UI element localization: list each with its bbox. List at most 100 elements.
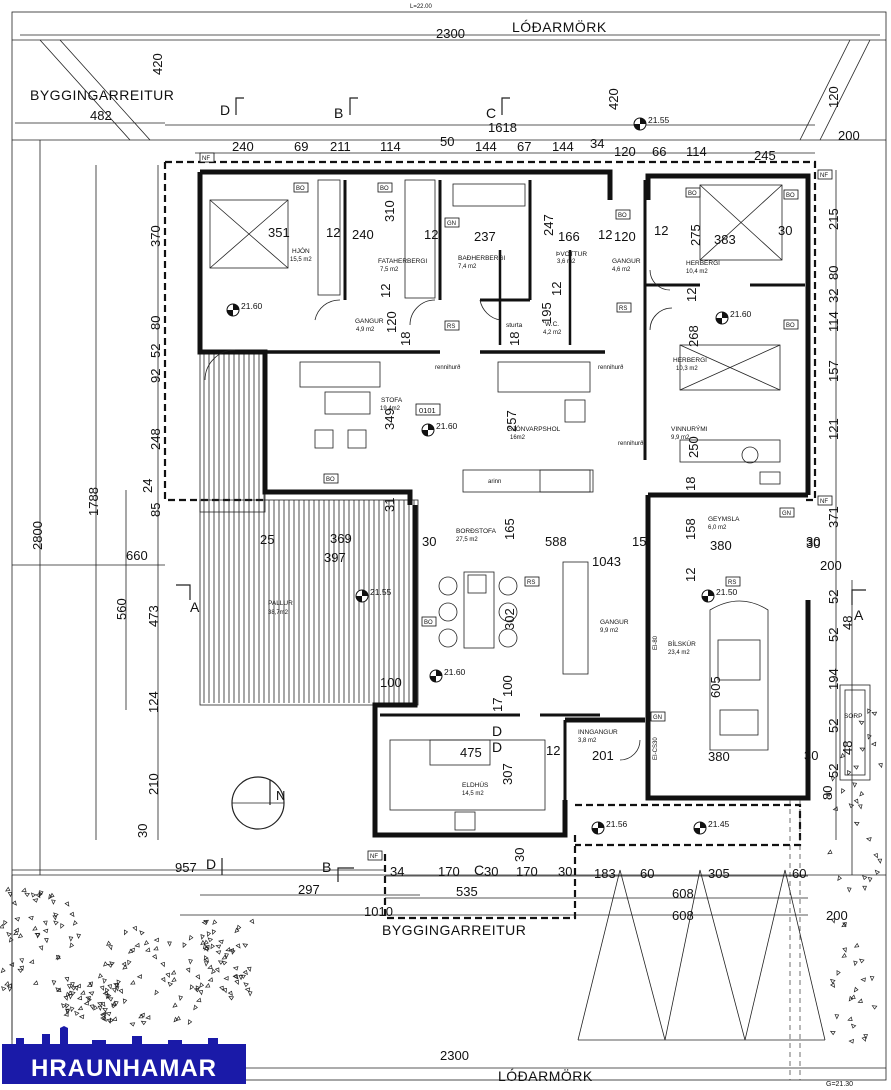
svg-text:30: 30 [135, 824, 150, 838]
room-bordstofa: BORÐSTOFA [456, 528, 497, 535]
level-value: 21.60 [241, 301, 263, 311]
dim-420-left: 420 [150, 53, 165, 75]
level-value: 21.56 [606, 819, 628, 829]
level-marker-l2: 21.60 [226, 301, 263, 317]
level-marker-l9: 21.45 [693, 819, 730, 835]
room-bilskur: BÍLSKÚR [668, 639, 696, 648]
svg-text:302: 302 [502, 608, 517, 630]
svg-text:660: 660 [126, 548, 148, 563]
svg-text:245: 245 [754, 148, 776, 163]
dim-482: 482 [90, 108, 112, 123]
svg-text:114: 114 [380, 139, 401, 154]
room-gangur-top: GANGUR [612, 258, 641, 265]
svg-text:211: 211 [330, 139, 351, 154]
svg-text:BO: BO [424, 620, 433, 626]
svg-text:240: 240 [352, 227, 374, 242]
svg-text:608: 608 [672, 908, 694, 923]
svg-text:18: 18 [507, 332, 522, 346]
svg-text:30: 30 [806, 536, 820, 551]
svg-text:15: 15 [632, 534, 646, 549]
svg-text:1788: 1788 [86, 487, 101, 516]
level-value: 21.50 [716, 587, 738, 597]
north-arrow: N [231, 776, 285, 830]
svg-text:BO: BO [688, 191, 697, 197]
svg-text:268: 268 [686, 325, 701, 347]
section-d-mid-1: D [492, 723, 502, 739]
interior-walls [205, 180, 805, 800]
room-gangur-mid: GANGUR [600, 619, 629, 626]
svg-text:114: 114 [686, 144, 707, 159]
svg-text:12: 12 [654, 223, 668, 238]
svg-text:183: 183 [594, 866, 616, 881]
svg-text:195: 195 [539, 302, 554, 324]
room-sjonvarpsthol: SJÓNVARPSHOL [508, 424, 561, 433]
svg-text:4,6 m2: 4,6 m2 [612, 267, 631, 273]
room-hjon: HJÓN [292, 246, 310, 255]
svg-text:19,4m2: 19,4m2 [380, 406, 401, 412]
level-value: 21.55 [370, 587, 392, 597]
svg-text:608: 608 [672, 886, 694, 901]
svg-text:17: 17 [490, 698, 505, 712]
svg-text:NF: NF [202, 156, 210, 162]
room-labels: HJÓN 15,5 m2 FATAHERBERGI 7,5 m2 BAÐHERB… [268, 246, 862, 797]
svg-text:80: 80 [826, 266, 841, 280]
svg-text:30: 30 [422, 534, 436, 549]
level-value: 21.60 [730, 309, 752, 319]
section-d-mid-2: D [492, 739, 502, 755]
svg-text:RS: RS [619, 306, 627, 312]
svg-text:48: 48 [840, 616, 855, 630]
dim-lot-width-bottom: 2300 [440, 1048, 469, 1063]
svg-text:12: 12 [598, 227, 612, 242]
svg-text:30: 30 [484, 864, 498, 879]
svg-text:248: 248 [148, 428, 163, 450]
svg-text:31: 31 [382, 498, 397, 512]
svg-text:60: 60 [792, 866, 806, 881]
level-value: 21.60 [444, 667, 466, 677]
dim-420-right: 120 [826, 86, 841, 108]
annotations: rennihurð rennihurð rennihurð arinn El-8… [199, 152, 833, 861]
svg-text:60: 60 [640, 866, 654, 881]
svg-text:297: 297 [298, 882, 320, 897]
svg-text:240: 240 [232, 139, 254, 154]
dim-lot-width-top: 2300 [436, 26, 465, 41]
svg-text:14,5 m2: 14,5 m2 [462, 791, 484, 797]
svg-text:BO: BO [326, 477, 335, 483]
svg-text:12: 12 [684, 288, 699, 302]
svg-text:GN: GN [782, 511, 791, 517]
svg-text:12: 12 [424, 227, 438, 242]
svg-text:1010: 1010 [364, 904, 393, 919]
top-elevation-label: L=22.00 [410, 4, 433, 10]
svg-text:10,3 m2: 10,3 m2 [676, 366, 698, 372]
svg-text:32: 32 [826, 289, 841, 303]
svg-text:3,6 m2: 3,6 m2 [557, 259, 576, 265]
svg-text:369: 369 [330, 531, 352, 546]
svg-text:30: 30 [512, 848, 527, 862]
svg-text:201: 201 [592, 748, 614, 763]
svg-text:30: 30 [778, 223, 792, 238]
svg-text:560: 560 [114, 598, 129, 620]
level-value: 21.55 [648, 115, 670, 125]
furniture [209, 179, 871, 831]
svg-text:52: 52 [148, 344, 163, 358]
logo-text: HRAUNHAMAR [2, 1054, 246, 1084]
svg-text:12: 12 [549, 282, 564, 296]
section-markers-side: A A D D D B C [176, 584, 866, 882]
north-label: N [276, 788, 285, 803]
svg-text:535: 535 [456, 884, 478, 899]
svg-text:124: 124 [146, 691, 161, 713]
svg-text:El-80: El-80 [653, 635, 659, 650]
section-c-bottom: C [474, 862, 484, 878]
svg-text:200: 200 [820, 558, 842, 573]
svg-text:EI-CS30: EI-CS30 [653, 737, 659, 760]
dim-420-mid: 420 [606, 88, 621, 110]
svg-text:25: 25 [260, 532, 274, 547]
svg-text:34: 34 [390, 864, 404, 879]
svg-text:170: 170 [516, 864, 538, 879]
svg-text:120: 120 [384, 311, 399, 333]
svg-text:80: 80 [148, 316, 163, 330]
svg-text:34: 34 [590, 136, 604, 151]
svg-text:383: 383 [714, 232, 736, 247]
dim-chain-top: 240 69 211 114 50 144 67 144 34 120 66 1… [195, 134, 815, 163]
